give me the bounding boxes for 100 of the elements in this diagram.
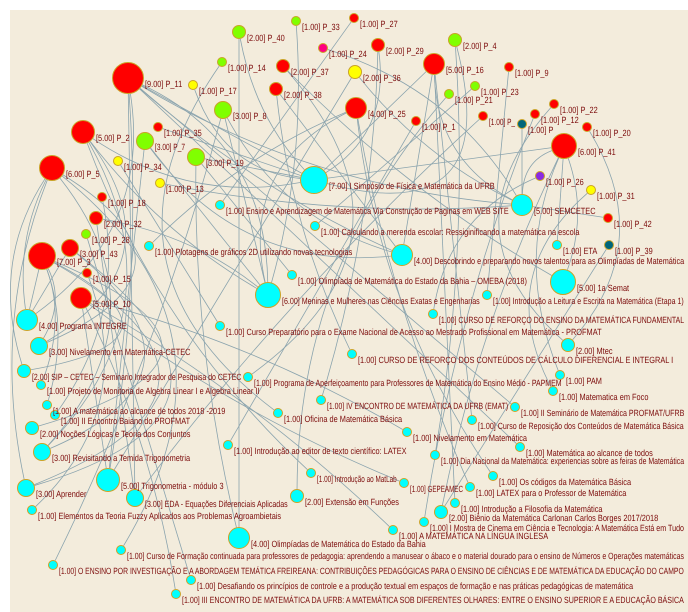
edge-line: [318, 88, 472, 224]
node-label: [1.00] P_31: [597, 191, 635, 201]
edge-line: [48, 142, 128, 446]
node-label: [5.00] 1a Semat: [577, 283, 630, 293]
node-label: [5.00] P_10: [93, 299, 131, 309]
edge-line: [442, 157, 559, 506]
edge-line: [142, 85, 302, 174]
node-label: [6.00] Meninas e Mulheres nas Ciências Exatas e Engenharias: [282, 296, 480, 306]
edge-line: [327, 49, 517, 196]
node-label: [2.00] P_36: [363, 73, 401, 83]
node-label: [3.00] Aprender: [36, 489, 86, 499]
node-label: [1.00] Dia Nacional da Matemática: experiencias sobre as feiras de Matemática: [441, 456, 684, 466]
edge-line: [222, 22, 352, 202]
node-label: [1.00] Os códigos da Matemática Básica: [499, 477, 632, 487]
node-label: [1.00] ETA: [563, 246, 598, 256]
node-label: [6.00] P_41: [578, 147, 616, 157]
node-label: [1.00] Introdução a Filosofia da Matemática: [461, 504, 603, 514]
edge-line: [46, 174, 136, 343]
edge-line: [36, 93, 134, 314]
node-label: [1.00] III ENCONTRO DE MATEMÁTICA DA UFRB: A MATEMÁTICA SOB DIFERENTES OLHARES: ENTRE O ENSINO SUPERIOR E A EDUCAÇÃO BÁSICA: [182, 595, 684, 605]
node-label: [1.00] P_14: [228, 63, 266, 73]
edge-line: [433, 178, 536, 310]
edge-line: [260, 112, 347, 283]
edge-line: [32, 255, 66, 311]
node-label: [5.00] Trigonometria - módulo 3: [121, 481, 224, 491]
edge-line: [357, 118, 468, 483]
node-label: [3.00] P_19: [206, 158, 244, 168]
edge-line: [96, 224, 134, 490]
edge-line: [86, 307, 176, 590]
edge-line: [276, 96, 350, 350]
node-label: [1.00] A matemática ao alcance de todos 2018 -2019: [53, 406, 226, 416]
node-label: [6.00] P_5: [66, 169, 100, 179]
node-label: [1.00] P_28: [92, 235, 130, 245]
node-label: [1.00] P_26: [546, 177, 584, 187]
edge-line: [30, 262, 122, 370]
node-label: [1.00] P_1: [422, 122, 456, 132]
node-label: [2.00] P_32: [104, 219, 142, 229]
edge-line: [120, 164, 218, 322]
edge-line: [434, 74, 513, 200]
node-label: [4.00] Descobrindo e preparando novos talentos para as Olimpíadas de Matemática: [414, 256, 684, 266]
node-label: [1.00] P_39: [615, 246, 653, 256]
edge-line: [92, 138, 301, 188]
edge-line: [12, 180, 48, 480]
edge-line: [356, 118, 491, 472]
edge-line: [22, 179, 47, 310]
edge-line: [226, 118, 392, 252]
edge-line: [43, 268, 56, 339]
edge-line: [86, 142, 308, 470]
edge-line: [35, 277, 105, 507]
node-label: [3.00] EDA - Equações Diferenciais Aplicadas: [145, 499, 288, 509]
node-label: [9.00] P_11: [145, 79, 182, 89]
node-label: [1.00] P_9: [515, 68, 549, 78]
node-label: [5.00] P_2: [96, 133, 130, 143]
node-label: [1.00] Oficina de Matemática Básica: [284, 414, 402, 424]
node-label: [1.00] Curso de Reposição dos Conteúdos de Matemática Básica: [478, 421, 684, 431]
node-label: [1.00] P_12: [541, 115, 579, 125]
node-label: [1.00] P_35: [164, 128, 202, 138]
node-label: [1.00] P_17: [199, 86, 237, 96]
edge-line: [522, 150, 552, 194]
edge-line: [152, 112, 346, 243]
edge-line: [327, 46, 467, 194]
node-label: [1.00] GEPEAMEC: [410, 484, 464, 494]
node-label: [1.00] Curso Preparatório para o Exame Nacional de Acesso ao Mestrado Profissional em Matemática - PROFMAT: [226, 327, 602, 337]
edge-line: [201, 164, 290, 272]
node-label: [1.00] Desafiando os princípios de controle e a produção textual em espaços de formação e nas práticas pedagógicas de matemática: [197, 581, 634, 591]
node-label: [2.00] Noções Lógicas e Teoria dos Conjuntos: [40, 429, 190, 439]
node-label: [3.00] Nivelamento em Matemática-CETEC: [49, 347, 190, 357]
node-label: [1.00] II Encontro Baiano do PROFMAT: [61, 416, 190, 426]
node-label: [1.00] P_42: [614, 219, 652, 229]
edge-line: [142, 84, 268, 282]
node-label: [1.00] Plotagens de gráficos 2D utilizando novas tecnologias: [155, 247, 352, 257]
node-label: [1.00] P_34: [124, 162, 162, 172]
node-label: [3.00] P_43: [80, 249, 118, 259]
edge-line: [62, 176, 177, 546]
node-label: [1.00] I Mostra de Cinema em Ciência e Tecnologia: A Matemática Está em Tudo: [430, 523, 684, 533]
node-label: [1.00] II Seminário de Matemática PROFMAT/UFRB: [521, 408, 684, 418]
edge-line: [89, 304, 400, 482]
edge-line: [102, 218, 258, 288]
edge-line: [194, 89, 300, 179]
node-label: [1.00] P_: [489, 117, 516, 127]
edge-line: [252, 70, 354, 374]
node-label: [2.00] Biênio da Matemática Carlonan Carlos Borges 2017/2018: [449, 513, 658, 523]
edge-line: [280, 94, 396, 247]
edge-line: [50, 253, 144, 449]
node-label: [2.00] P_37: [291, 67, 329, 77]
node-label: [1.00] P_21: [455, 95, 493, 105]
edge-line: [48, 178, 111, 446]
edge-line: [288, 70, 552, 276]
edge-line: [164, 184, 512, 210]
edge-line: [87, 238, 190, 576]
edge-line: [128, 94, 136, 490]
node-label: [2.00] SIP – CETEC – Seminario Integrador de Pesquisa do CETEC: [32, 372, 242, 382]
node-label: [1.00] PAM: [566, 376, 602, 386]
edge-line: [150, 148, 392, 258]
node-label: [1.00] A MATEMÁTICA NA LÍNGUA INGLESA: [399, 531, 548, 541]
node-label: [4.00] P_25: [368, 109, 406, 119]
node-label: [1.00] CURSO DE REFORÇO DOS CONTEÚDOS DE CÁLCULO DIFERENCIAL E INTEGRAL I: [358, 355, 674, 365]
node-label: [2.00] P_40: [247, 33, 285, 43]
node-label: [1.00] P_24: [329, 49, 367, 59]
node-label: [2.00] P_38: [284, 90, 322, 100]
